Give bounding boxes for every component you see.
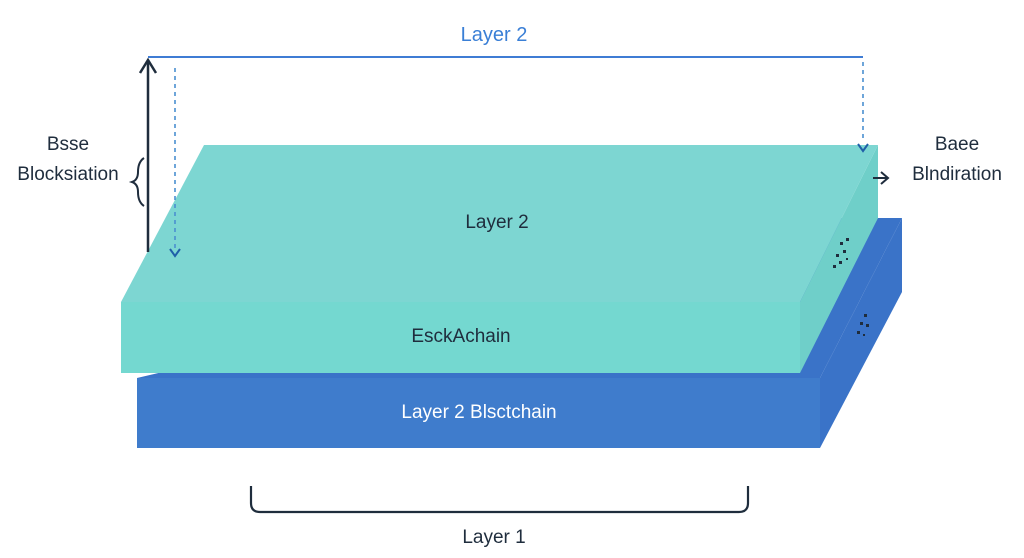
lower-right-face-marks	[857, 314, 869, 336]
upper-right-face-marks	[833, 238, 849, 268]
bottom-bracket	[249, 486, 750, 514]
lower-block-right-face	[820, 218, 902, 448]
left-arrow-head-icon	[138, 57, 158, 74]
lower-front-label: Layer 2 Blsctchain	[401, 402, 556, 423]
right-label-line2: Blndiration	[912, 164, 1002, 185]
top-layer-label: Layer 2	[461, 24, 528, 46]
left-brace-icon	[128, 157, 145, 207]
right-pointer-head-icon	[880, 171, 890, 185]
upper-block-right-face	[800, 145, 878, 373]
left-label-line2: Blocksiation	[17, 164, 118, 185]
left-label-line1: Bsse	[47, 134, 89, 155]
left-dashed-arrow-head-icon	[169, 248, 181, 258]
right-label-line1: Baee	[935, 134, 979, 155]
right-dashed-arrow-head-icon	[857, 143, 869, 153]
bottom-bracket-label: Layer 1	[462, 527, 525, 548]
upper-block-top-face	[121, 145, 878, 302]
upper-front-label: EsckAchain	[411, 326, 510, 347]
upper-block-front-face	[121, 302, 800, 373]
upper-layer-label: Layer 2	[465, 212, 528, 233]
lower-block-front-face	[137, 378, 820, 448]
